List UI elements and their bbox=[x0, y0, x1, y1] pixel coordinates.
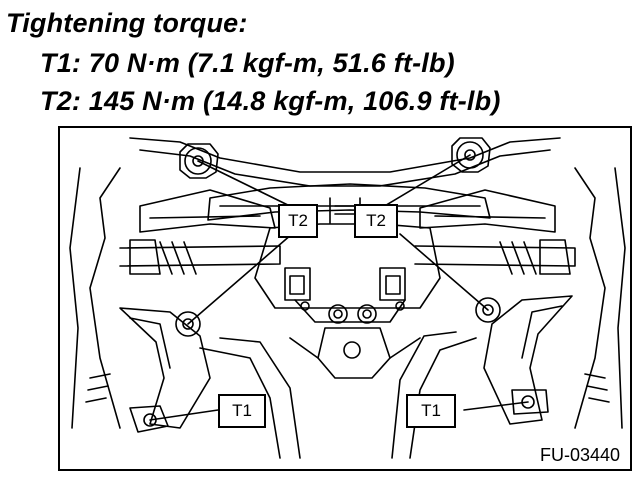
figure-id: FU-03440 bbox=[537, 445, 622, 466]
subframe-illustration: T2 T2 T1 T1 FU-03440 bbox=[58, 126, 632, 471]
torque-spec-t2: T2: 145 N·m (14.8 kgf-m, 106.9 ft-lb) bbox=[40, 86, 501, 116]
torque-title: Tightening torque: bbox=[6, 8, 248, 38]
callout-t2-left: T2 bbox=[278, 204, 318, 238]
callout-t1-right: T1 bbox=[406, 394, 456, 428]
torque-spec-t1: T1: 70 N·m (7.1 kgf-m, 51.6 ft-lb) bbox=[40, 48, 455, 78]
callout-t1-left: T1 bbox=[218, 394, 266, 428]
subframe-drawing bbox=[69, 137, 626, 459]
callout-t2-right: T2 bbox=[354, 204, 398, 238]
